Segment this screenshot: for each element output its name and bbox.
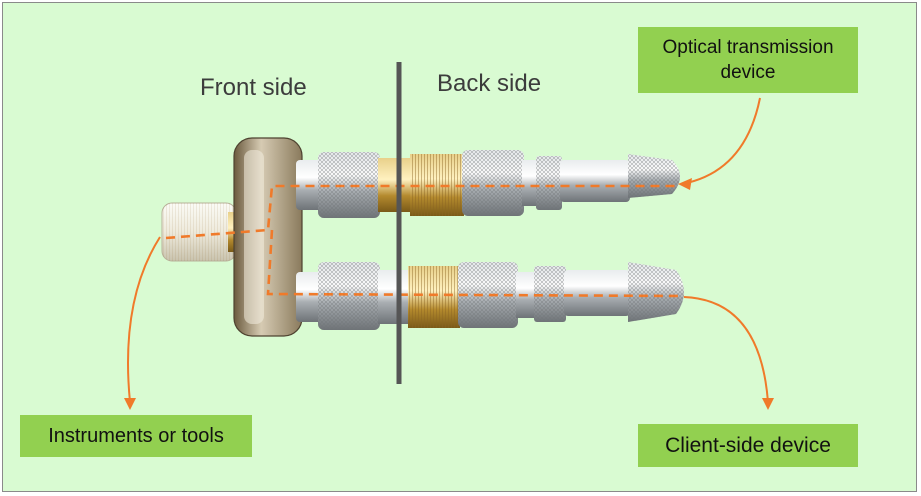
arrowhead-client	[762, 398, 774, 410]
callout-arrows	[127, 97, 769, 403]
upper-adapter	[296, 150, 680, 218]
arrow-heads	[124, 178, 774, 410]
callout-instruments: Instruments or tools	[20, 415, 252, 457]
callout-instruments-text: Instruments or tools	[48, 424, 224, 447]
mounting-block	[233, 137, 303, 337]
arrow-client	[683, 296, 769, 403]
front-side-label: Front side	[200, 74, 307, 101]
callout-client-text: Client-side device	[665, 433, 831, 457]
optical-path-line	[165, 184, 685, 298]
callout-client-device: Client-side device	[638, 424, 858, 467]
callout-optical-line1: Optical transmission	[662, 37, 834, 58]
callout-optical-line2: device	[720, 62, 776, 83]
arrowhead-instruments	[124, 398, 136, 410]
back-side-label: Back side	[437, 70, 542, 97]
arrowhead-optical	[678, 178, 692, 190]
arrow-optical	[681, 97, 761, 185]
arrow-instruments	[127, 236, 161, 403]
dust-cap	[161, 202, 244, 262]
callout-optical-transmission: Optical transmission device	[638, 27, 858, 93]
